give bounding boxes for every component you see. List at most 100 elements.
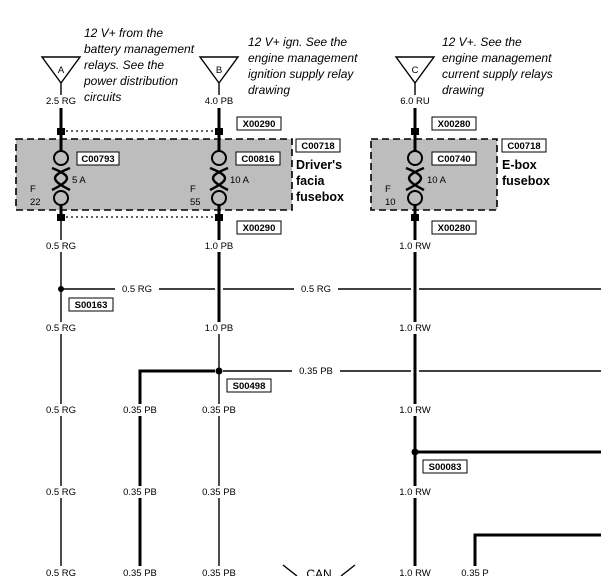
wire-pb-left-label-1: 0.35 PB (123, 405, 157, 416)
wire-b-label-2: 1.0 PB (205, 323, 234, 334)
pin-b-top (215, 128, 223, 135)
wire-pb-branch: 0.35 PB S00498 0.35 PB 0.35 PB 0.35 PB (120, 366, 601, 576)
fuse-f22-terminal-bottom (53, 190, 69, 206)
connector-x00280-top: X00280 (438, 119, 471, 130)
connector-x00280-top-box (431, 116, 477, 131)
wire-c-label-5: 1.0 RW (399, 568, 431, 576)
wire-p-branch: 0.35 P (461, 533, 601, 576)
fuse-f55-terminal-bottom (211, 190, 227, 206)
wire-b-column: 1.0 PB 1.0 PB 0.35 PB 0.35 PB 0.35 PB (202, 221, 236, 576)
splice-s00163: S00163 (75, 300, 108, 311)
wire-pb-left-gap-3 (120, 566, 160, 576)
fusebox-1-code-box (295, 138, 341, 153)
source-a: A 12 V+ from the battery management rela… (40, 26, 197, 107)
connector-x00290-top-box (236, 116, 282, 131)
connector-x00290-top: X00290 (243, 119, 276, 130)
wire-a-label-2: 0.5 RG (46, 323, 76, 334)
source-a-note: 12 V+ from the battery management relays… (83, 26, 197, 104)
wire-pb-left-label-3: 0.35 PB (123, 568, 157, 576)
splice-s00083-box (422, 459, 468, 474)
fuse-f55: C00816 10 A F 55 (190, 135, 281, 214)
wire-rw-branch: S00083 (411, 448, 601, 474)
fuse-f10-code: C00740 (437, 154, 470, 165)
can-bus-symbol (282, 564, 356, 576)
fuse-f55-letter: F (190, 184, 196, 195)
splice-s00498: S00498 (233, 381, 266, 392)
source-c-letter: C (412, 65, 419, 76)
fuse-f22-number: 22 (30, 197, 41, 208)
fusebox-2-code-box (501, 138, 547, 153)
fuse-f22-code: C00793 (81, 154, 114, 165)
fuse-f22-rating: 5 A (72, 175, 86, 186)
fuse-f10-rating: 10 A (427, 175, 447, 186)
wire-b-label-3: 0.35 PB (202, 405, 236, 416)
wire-b-label-5: 0.35 PB (202, 568, 236, 576)
wire-rg-branch: 0.5 RG 0.5 RG S00163 (58, 284, 601, 312)
fuse-f22-terminal-top (53, 150, 69, 166)
source-a-wire-label: 2.5 RG (46, 96, 76, 107)
wire-c-label-3: 1.0 RW (399, 405, 431, 416)
wire-a-column: 0.5 RG 0.5 RG 0.5 RG 0.5 RG 0.5 RG (46, 221, 76, 576)
wire-c-column: 1.0 RW 1.0 RW 1.0 RW 1.0 RW 1.0 RW (399, 221, 431, 576)
splice-s00163-dot (58, 286, 64, 292)
fuse-f55-terminal-top (211, 150, 227, 166)
connector-x00280-bottom: X00280 (438, 223, 471, 234)
fuse-f10-code-box (431, 151, 477, 166)
splice-s00498-box (226, 378, 272, 393)
fuse-f10: C00740 10 A F 10 (385, 135, 477, 214)
pin-a-bottom (57, 214, 65, 221)
source-b-note: 12 V+ ign. See the engine management ign… (248, 35, 361, 97)
source-b-letter: B (216, 65, 222, 76)
wire-rg-branch-label-1: 0.5 RG (122, 284, 152, 295)
fusebox-2-code: C00718 (507, 141, 540, 152)
wire-a-label-1: 0.5 RG (46, 241, 76, 252)
source-c-triangle (394, 56, 436, 85)
fuse-f55-rating: 10 A (230, 175, 250, 186)
fuse-f55-icon (209, 166, 229, 192)
wire-a-label-5: 0.5 RG (46, 568, 76, 576)
splice-s00083: S00083 (429, 462, 462, 473)
e-box-fusebox: C00740 10 A F 10 X00280 X00280 C00718 E-… (370, 116, 550, 235)
pin-c-bottom (411, 214, 419, 221)
can-bus: CAN (282, 564, 356, 576)
wire-a-label-3: 0.5 RG (46, 405, 76, 416)
fuse-f55-code-box (235, 151, 281, 166)
pin-c-top (411, 128, 419, 135)
wire-p-label: 0.35 P (461, 568, 488, 576)
fusebox-outline (370, 138, 498, 211)
fuse-f10-terminal-top (407, 150, 423, 166)
fusebox-2-title: E-box fusebox (502, 158, 550, 188)
fuse-f22-icon (51, 166, 71, 192)
source-a-letter: A (58, 65, 65, 76)
wire-b-label-1: 1.0 PB (205, 241, 234, 252)
fuse-f22: C00793 5 A F 22 (30, 135, 120, 214)
fuse-f22-letter: F (30, 184, 36, 195)
wire-pb-left-gap-1 (124, 404, 156, 416)
source-b-wire-label: 4.0 PB (205, 96, 234, 107)
source-b-triangle (198, 56, 240, 85)
source-b: B 12 V+ ign. See the engine management i… (198, 35, 361, 107)
can-label: CAN (306, 567, 331, 576)
splice-s00083-dot (411, 448, 419, 456)
pin-a-top (57, 128, 65, 135)
pin-b-bottom (215, 214, 223, 221)
wire-c-label-2: 1.0 RW (399, 323, 431, 334)
wire-pb-branch-label: 0.35 PB (299, 366, 333, 377)
source-c-note: 12 V+. See the engine management current… (442, 35, 556, 97)
splice-s00498-dot (215, 367, 223, 375)
wire-c-label-4: 1.0 RW (399, 487, 431, 498)
wire-a-label-4: 0.5 RG (46, 487, 76, 498)
fuse-f10-terminal-bottom (407, 190, 423, 206)
connector-x00290-bottom-box (236, 220, 282, 235)
connector-x00280-bottom-box (431, 220, 477, 235)
fusebox-1-title: Driver's facia fusebox (296, 158, 346, 204)
wire-pb-left-label-2: 0.35 PB (123, 487, 157, 498)
wire-pb-left-gap-2 (124, 486, 156, 498)
fusebox-1-code: C00718 (301, 141, 334, 152)
drivers-facia-fusebox: C00793 5 A F 22 C00816 10 A F 55 X00290 … (15, 116, 346, 235)
source-a-triangle (40, 56, 82, 85)
splice-s00163-box (68, 297, 114, 312)
fuse-f10-icon (405, 166, 425, 192)
fuse-f22-code-box (76, 151, 120, 166)
